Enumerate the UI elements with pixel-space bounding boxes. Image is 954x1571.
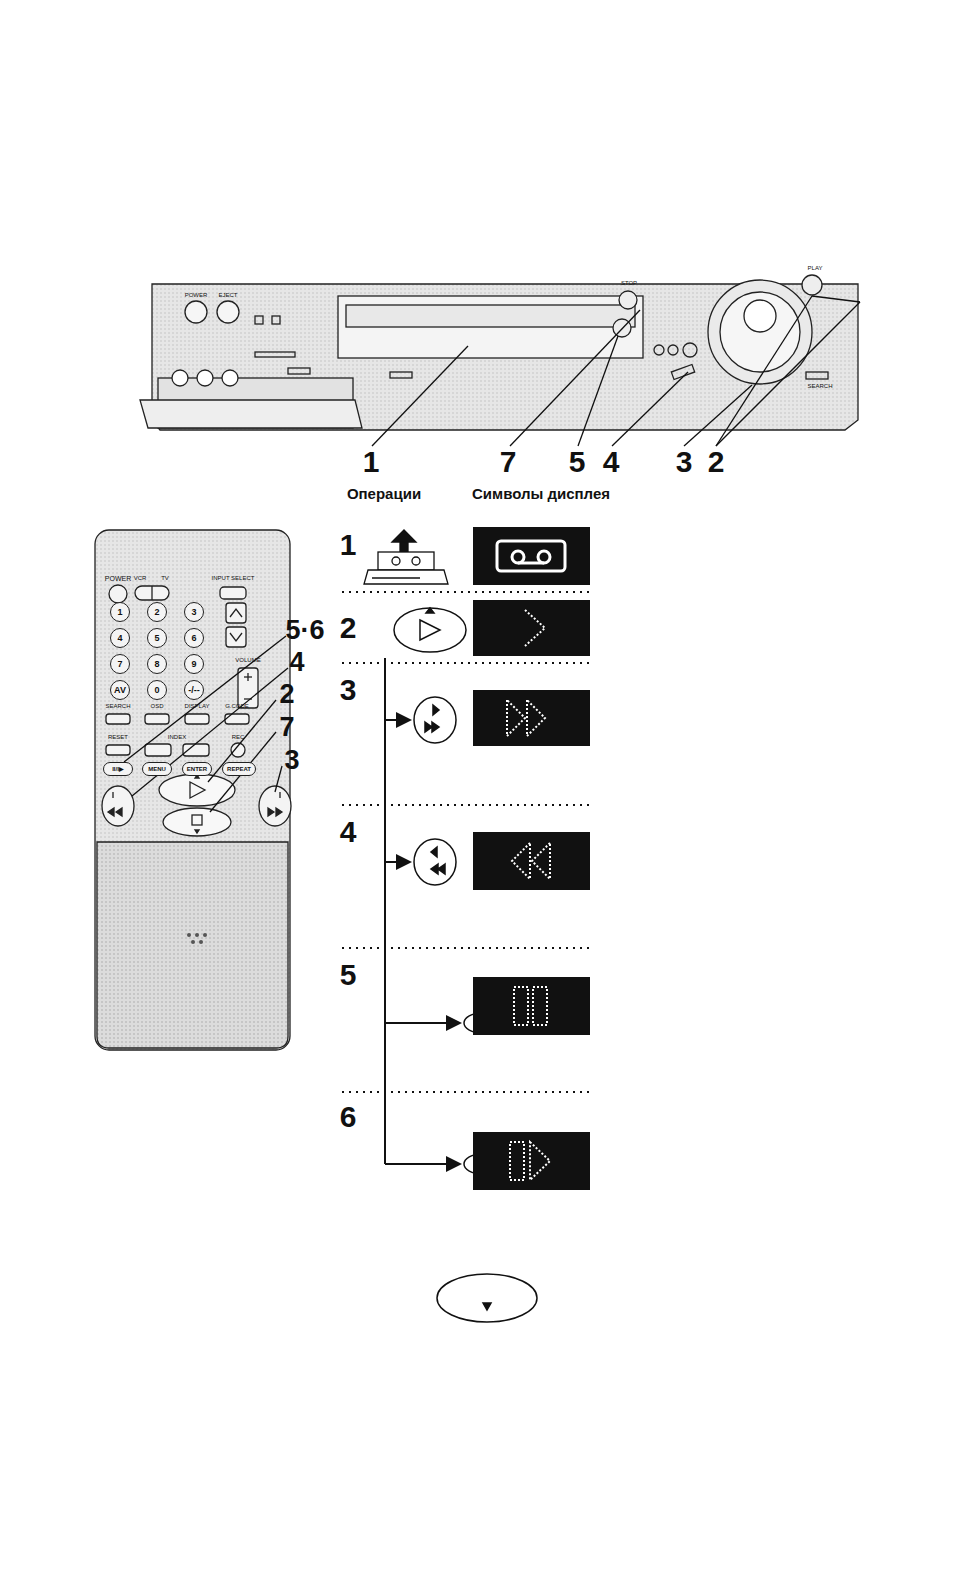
button-label: TV — [161, 575, 169, 581]
button-text: 7 — [117, 660, 122, 669]
button-text: 0 — [154, 686, 159, 695]
step-number: 1 — [340, 530, 357, 560]
button-text: -/-- — [188, 686, 200, 695]
button-text: AV — [114, 686, 126, 695]
callout-number: 4 — [603, 447, 620, 477]
caption-text: Операции — [347, 486, 421, 501]
pause-button: II/I▶ — [103, 762, 133, 776]
button-label: II/I▶ — [473, 998, 490, 1007]
digit-button: 8 — [147, 654, 167, 674]
button-label: G.CODE — [225, 703, 249, 709]
button-text: 3 — [191, 608, 196, 617]
button-label: DISPLAY — [185, 703, 210, 709]
callout-number: 1 — [363, 447, 380, 477]
button-text: 5 — [154, 634, 159, 643]
button-label: SEARCH — [105, 703, 130, 709]
button-label: VOLUME — [235, 657, 260, 663]
leader-line — [372, 296, 860, 446]
digit-button: -/-- — [184, 680, 204, 700]
callout-number: 7 — [279, 714, 294, 741]
button-text: 6 — [191, 634, 196, 643]
panel-label: SEARCH — [807, 383, 832, 389]
button-text: 4 — [117, 634, 122, 643]
menu-button: MENU — [142, 762, 172, 776]
step-number: 6 — [340, 1102, 357, 1132]
step-number: 4 — [340, 817, 357, 847]
digit-button: 7 — [110, 654, 130, 674]
button-label: OSD — [150, 703, 163, 709]
button-label: REC — [232, 734, 245, 740]
callout-number: 3 — [284, 747, 299, 774]
digit-button: 1 — [110, 602, 130, 622]
enter-button: ENTER — [182, 762, 212, 776]
digit-button: 9 — [184, 654, 204, 674]
button-label: POWER — [105, 575, 131, 582]
button-text: REPEAT — [227, 766, 251, 772]
panel-label: EJECT — [218, 292, 237, 298]
button-label: RESET — [108, 734, 128, 740]
callout-number: 7 — [500, 447, 517, 477]
panel-label: PLAY — [808, 265, 823, 271]
caption-text: Символы дисплея — [472, 486, 610, 501]
callout-number: 5 — [569, 447, 586, 477]
digit-button: 0 — [147, 680, 167, 700]
vcr-front-panel — [140, 275, 858, 430]
button-text: 2 — [154, 608, 159, 617]
step-separator — [342, 592, 592, 1092]
repeat-button: REPEAT — [222, 762, 256, 776]
digit-button: 5 — [147, 628, 167, 648]
digit-button: 4 — [110, 628, 130, 648]
button-label: INDEX — [168, 734, 186, 740]
button-label: II/I▶ — [473, 1139, 490, 1148]
panel-label: POWER — [185, 292, 208, 298]
panel-label: STOP — [621, 280, 637, 286]
display-symbol — [473, 527, 590, 1190]
step-number: 3 — [340, 675, 357, 705]
button-text: ENTER — [187, 766, 207, 772]
step-bracket — [385, 658, 460, 1164]
button-text: MENU — [148, 766, 166, 772]
callout-number: 2 — [279, 681, 294, 708]
callout-number: 5·6 — [285, 617, 324, 644]
button-text: 1 — [117, 608, 122, 617]
button-text: II/I▶ — [112, 766, 124, 772]
digit-button: 2 — [147, 602, 167, 622]
digit-button: 3 — [184, 602, 204, 622]
callout-number: 3 — [676, 447, 693, 477]
button-label: INPUT SELECT — [212, 575, 255, 581]
digit-button: AV — [110, 680, 130, 700]
button-text: 8 — [154, 660, 159, 669]
cassette-insert-icon — [364, 530, 448, 584]
callout-number: 4 — [289, 649, 304, 676]
step-number: 2 — [340, 613, 357, 643]
digit-button: 6 — [184, 628, 204, 648]
step-number: 5 — [340, 960, 357, 990]
callout-number: 2 — [708, 447, 725, 477]
button-label: VCR — [134, 575, 147, 581]
leader-line — [124, 636, 288, 812]
button-text: 9 — [191, 660, 196, 669]
remote-control — [95, 530, 291, 1050]
